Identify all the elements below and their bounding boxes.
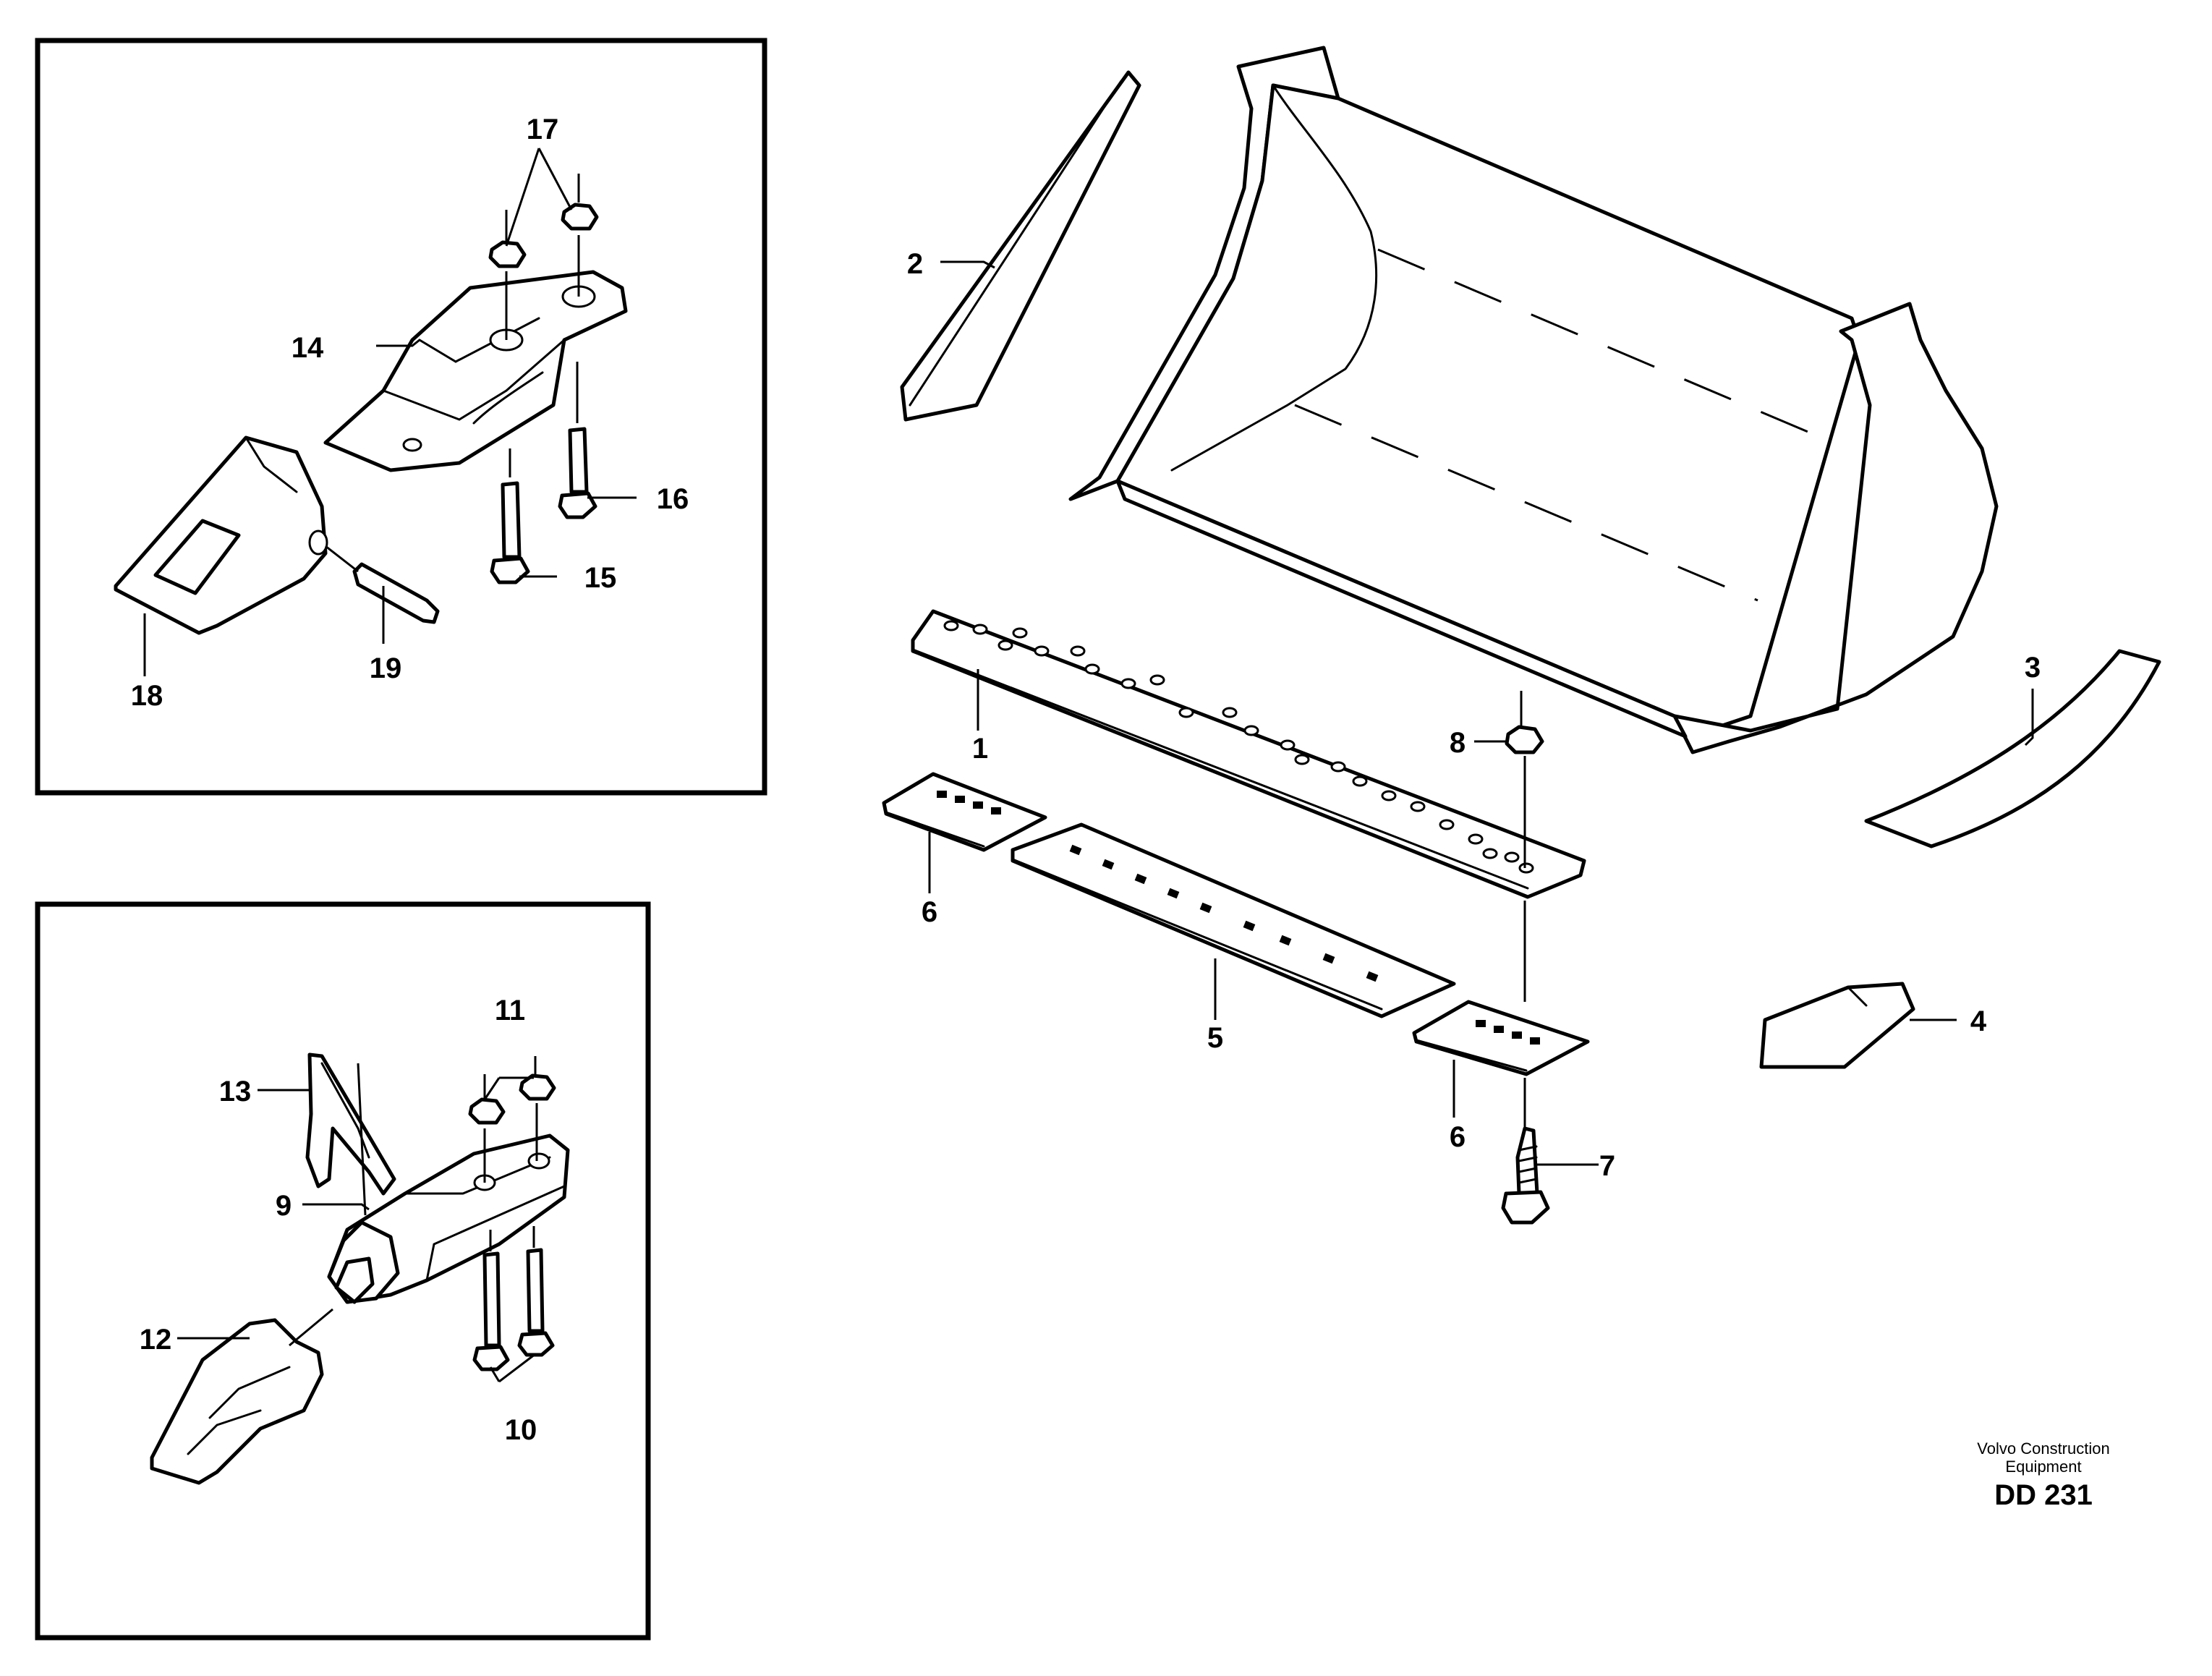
drawing-code: DD 231 — [1994, 1479, 2093, 1511]
callout-labels: 2 1 3 4 5 6 6 7 8 9 10 11 12 13 14 15 16… — [131, 114, 2041, 1446]
callout-13: 13 — [219, 1076, 252, 1107]
detail-bottom-adapter — [150, 1052, 570, 1485]
part-3-side-wear-strip — [1864, 649, 2161, 848]
part-2-side-wear-strip — [900, 70, 1141, 422]
detail-frame-bottom — [35, 901, 651, 1641]
part-1-bolt-on-edge — [911, 609, 1586, 899]
part-6-edge-segment-right — [1412, 1000, 1590, 1076]
callout-8: 8 — [1450, 727, 1466, 759]
brand-line-2: Equipment — [2005, 1458, 2081, 1476]
callout-15: 15 — [584, 562, 617, 594]
callout-9: 9 — [276, 1190, 292, 1222]
detail-top-adapter — [114, 174, 628, 635]
callout-2: 2 — [907, 248, 923, 280]
part-6-edge-segment-left — [882, 772, 1047, 852]
part-5-center-cutting-edge — [1011, 822, 1456, 1018]
callout-17: 17 — [527, 114, 559, 145]
callout-7: 7 — [1599, 1150, 1615, 1182]
brand-line-1: Volvo Construction — [1977, 1439, 2109, 1458]
callout-6-right: 6 — [1450, 1121, 1466, 1153]
callout-16: 16 — [657, 483, 689, 515]
callout-3: 3 — [2025, 652, 2041, 684]
callout-18: 18 — [131, 680, 163, 712]
callout-6-left: 6 — [922, 896, 937, 928]
bucket — [1068, 46, 1999, 754]
callout-11: 11 — [495, 995, 525, 1026]
part-8-nut — [1505, 691, 1544, 868]
part-4-corner-wear-piece — [1759, 982, 1915, 1069]
callout-14: 14 — [292, 332, 324, 364]
callout-1: 1 — [972, 733, 988, 765]
callout-4: 4 — [1970, 1005, 1987, 1037]
part-7-bolt — [1501, 901, 1550, 1225]
callout-19: 19 — [370, 652, 402, 684]
detail-frame-top — [35, 38, 767, 796]
callout-5: 5 — [1207, 1022, 1223, 1054]
footer-block: Volvo Construction Equipment DD 231 — [1977, 1439, 2109, 1511]
callout-12: 12 — [140, 1324, 172, 1356]
leader-lines — [143, 148, 2034, 1383]
callout-10: 10 — [505, 1414, 537, 1446]
